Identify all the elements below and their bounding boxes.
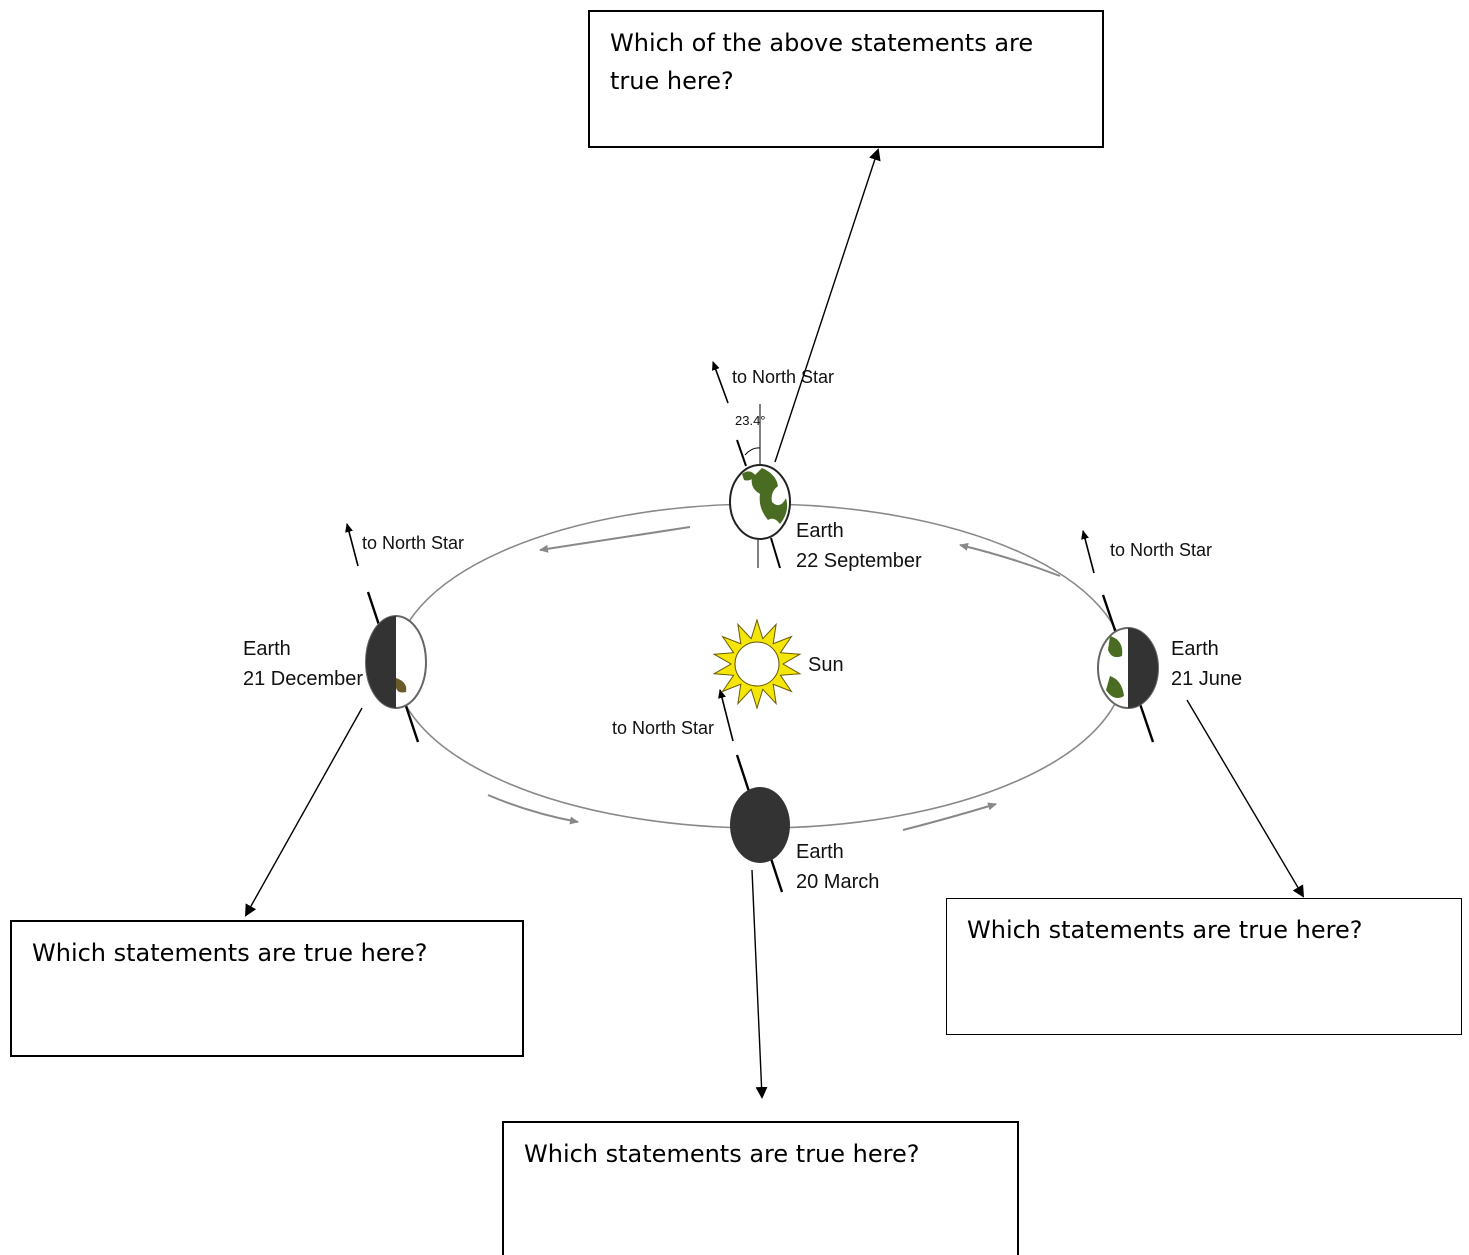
tilt-angle-label: 23.4° <box>735 413 766 428</box>
earth-label: Earth <box>796 520 844 542</box>
earth-label: Earth <box>1171 638 1219 660</box>
question-text: Which statements are true here? <box>524 1140 920 1168</box>
earth-march-icon <box>730 787 790 863</box>
earth-axis <box>736 439 747 467</box>
orbit-direction-arrow <box>902 802 997 831</box>
question-box-march[interactable]: Which statements are true here? <box>502 1121 1019 1255</box>
question-box-june[interactable]: Which statements are true here? <box>946 898 1462 1035</box>
north-star-arrow <box>1081 530 1095 574</box>
to-north-star-label: to North Star <box>612 718 714 738</box>
sun-disc <box>734 641 780 687</box>
question-text: Which statements are true here? <box>967 916 1363 944</box>
earth-axis <box>770 537 781 569</box>
date-label-september: 22 September <box>796 550 922 572</box>
orbit-direction-arrow <box>539 526 691 553</box>
sun-label: Sun <box>808 654 844 676</box>
date-label-march: 20 March <box>796 871 879 893</box>
question-text: Which statements are true here? <box>32 939 428 967</box>
north-star-arrow <box>718 689 734 742</box>
to-north-star-label: to North Star <box>1110 540 1212 560</box>
earth-september-icon <box>729 464 791 540</box>
tilt-angle-arc <box>744 447 761 456</box>
question-box-september[interactable]: Which of the above statements are true h… <box>588 10 1104 148</box>
pointer-arrow-left <box>245 707 363 917</box>
date-label-december: 21 December <box>243 668 363 690</box>
earth-december-icon <box>365 615 427 709</box>
question-text: Which of the above statements are true h… <box>610 29 1034 95</box>
to-north-star-label: to North Star <box>362 533 464 553</box>
earth-label: Earth <box>243 638 291 660</box>
north-star-arrow <box>711 361 729 404</box>
pointer-arrow-top <box>774 148 881 463</box>
pointer-arrow-bottom <box>751 869 768 1099</box>
sun-icon <box>712 618 802 710</box>
orbit-direction-arrow <box>487 794 579 825</box>
to-north-star-label: to North Star <box>732 367 834 387</box>
pointer-arrow-right <box>1186 699 1305 898</box>
north-star-arrow <box>345 523 359 567</box>
orbit-direction-arrow <box>959 542 1061 577</box>
date-label-june: 21 June <box>1171 668 1242 690</box>
question-box-december[interactable]: Which statements are true here? <box>10 920 524 1057</box>
earth-label: Earth <box>796 841 844 863</box>
earth-june-icon <box>1097 627 1159 709</box>
